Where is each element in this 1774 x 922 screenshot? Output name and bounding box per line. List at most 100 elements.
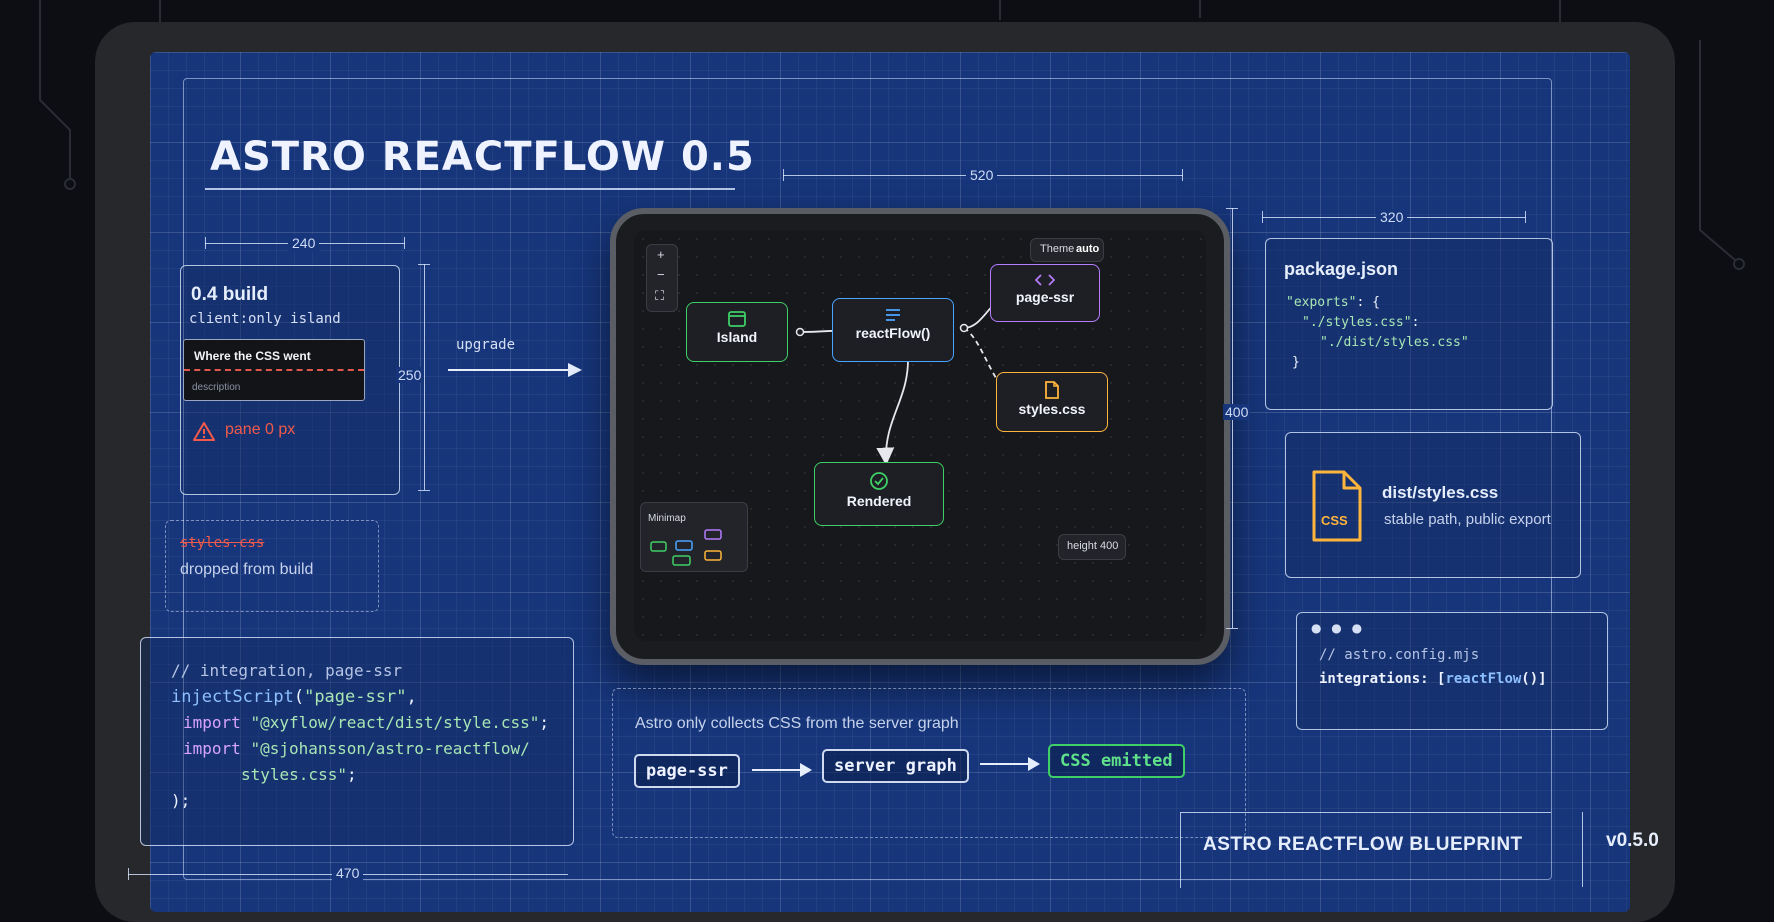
dim-tick	[404, 237, 405, 249]
upgrade-label: upgrade	[456, 337, 516, 353]
old-build-form: Where the CSS went description	[183, 339, 365, 401]
minimap-label: Minimap	[648, 513, 686, 524]
node-styles[interactable]: styles.css	[996, 372, 1108, 432]
node-page-ssr[interactable]: page-ssr	[990, 264, 1100, 322]
minimap[interactable]: Minimap	[640, 502, 748, 572]
old-build-directive: client:only island	[189, 311, 341, 327]
dropped-panel: styles.css dropped from build	[165, 520, 379, 612]
pipeline-step-page-ssr: page-ssr	[634, 754, 740, 788]
dim-label-240: 240	[288, 235, 320, 251]
theme-toggle[interactable]: Theme auto	[1030, 238, 1104, 262]
code-import-path-2: "@sjohansson/astro-reactflow/	[250, 739, 530, 758]
upgrade-arrow-icon	[448, 363, 582, 377]
dim-tick	[1182, 169, 1183, 181]
edge-reactflow-rendered	[876, 359, 909, 466]
arrow-right-icon	[980, 757, 1040, 771]
config-code: integrations: [reactFlow()]	[1319, 671, 1547, 687]
code-fn: injectScript	[171, 687, 294, 707]
pkg-styles-colon: :	[1411, 315, 1420, 330]
height-badge: height 400	[1058, 534, 1126, 560]
pkg-exports-key: "exports"	[1286, 295, 1357, 310]
old-build-panel: 0.4 build client:only island Where the C…	[180, 265, 400, 495]
footer-name: ASTRO REACTFLOW BLUEPRINT	[1203, 834, 1523, 855]
fit-view-button[interactable]: ⛶	[655, 288, 665, 303]
code-panel: // integration, page-ssr injectScript("p…	[140, 637, 574, 846]
code-semi-2: ;	[346, 765, 357, 784]
dist-subtitle: stable path, public export	[1384, 511, 1551, 528]
text-lines-icon	[886, 309, 900, 321]
theme-label: Theme	[1040, 243, 1075, 255]
node-reactflow[interactable]: reactFlow()	[832, 298, 954, 362]
dropped-caption: dropped from build	[180, 561, 314, 578]
code-close: );	[171, 791, 191, 810]
dist-styles-panel: CSS dist/styles.css stable path, public …	[1285, 432, 1581, 578]
code-semi-1: ;	[539, 713, 550, 732]
inner-border	[183, 78, 1552, 880]
flow-canvas[interactable]: + − ⛶ Theme auto Island reactFlow() page…	[634, 230, 1206, 641]
zoom-in-button[interactable]: +	[657, 247, 665, 262]
css-icon-text: CSS	[1321, 513, 1348, 528]
title-block-divider	[1582, 812, 1583, 887]
title-block	[1180, 812, 1551, 888]
dim-tick	[1525, 211, 1526, 223]
dim-tick	[1226, 208, 1238, 209]
node-rendered[interactable]: Rendered	[814, 462, 944, 526]
flow-controls: + − ⛶	[646, 244, 678, 312]
check-circle-icon	[870, 472, 888, 490]
node-rendered-label: Rendered	[846, 493, 912, 509]
flow-edges	[795, 284, 1027, 466]
description-input[interactable]: description	[192, 382, 241, 393]
dim-tick	[418, 264, 430, 265]
file-icon	[1045, 381, 1059, 399]
pkg-exports-brace: : {	[1356, 295, 1380, 310]
height-label: height 400	[1067, 540, 1119, 552]
dim-label-520: 520	[966, 167, 998, 183]
pipeline-step-css-emitted: CSS emitted	[1048, 744, 1185, 778]
dim-tick	[205, 237, 206, 249]
css-file-icon	[1312, 470, 1362, 542]
dim-label-400: 400	[1223, 404, 1251, 420]
theme-value: auto	[1076, 243, 1100, 255]
dist-title: dist/styles.css	[1382, 483, 1499, 502]
code-content: // integration, page-ssr injectScript("p…	[171, 658, 549, 814]
tablet-device: + − ⛶ Theme auto Island reactFlow() page…	[610, 208, 1230, 665]
dim-label-320: 320	[1376, 209, 1408, 225]
package-json-title: package.json	[1284, 259, 1399, 279]
node-reactflow-label: reactFlow()	[855, 325, 931, 341]
config-panel: ● ● ● // astro.config.mjs integrations: …	[1296, 612, 1608, 730]
config-end: ()]	[1521, 671, 1547, 687]
code-comment: // integration, page-ssr	[171, 661, 403, 680]
dropped-file: styles.css	[180, 535, 265, 551]
dim-line-250	[424, 264, 425, 490]
pipeline-panel: Astro only collects CSS from the server …	[612, 688, 1246, 838]
title-underline	[205, 188, 735, 190]
config-fn: reactFlow	[1445, 671, 1522, 687]
dim-tick	[418, 490, 430, 491]
dim-label-470: 470	[332, 865, 364, 881]
node-island-label: Island	[716, 329, 758, 345]
code-comma: ,	[406, 687, 417, 707]
arrow-right-icon	[752, 763, 812, 777]
code-import-path-1: "@xyflow/react/dist/style.css"	[250, 713, 540, 732]
node-page-ssr-label: page-ssr	[1015, 289, 1075, 305]
form-input-label: Where the CSS went	[194, 349, 311, 363]
code-arg: "page-ssr"	[304, 687, 407, 707]
minimap-nodes	[650, 529, 722, 566]
zoom-out-button[interactable]: −	[657, 267, 665, 282]
pkg-close-brace: }	[1292, 355, 1300, 370]
code-import-1: import	[183, 713, 241, 732]
warning-icon	[193, 422, 215, 441]
code-import-2: import	[183, 739, 241, 758]
dim-label-250: 250	[396, 367, 424, 383]
config-key: integrations: [	[1319, 671, 1446, 687]
window-icon	[728, 311, 746, 327]
pipeline-caption: Astro only collects CSS from the server …	[635, 715, 959, 732]
dim-tick	[1262, 211, 1263, 223]
pkg-styles-key: "./styles.css"	[1302, 315, 1412, 330]
node-island[interactable]: Island	[686, 302, 788, 362]
page-title: ASTRO REACTFLOW 0.5	[210, 134, 755, 180]
old-build-title: 0.4 build	[191, 284, 269, 305]
node-styles-label: styles.css	[1018, 401, 1086, 417]
dim-tick	[128, 868, 129, 880]
collapsed-line	[184, 369, 364, 371]
